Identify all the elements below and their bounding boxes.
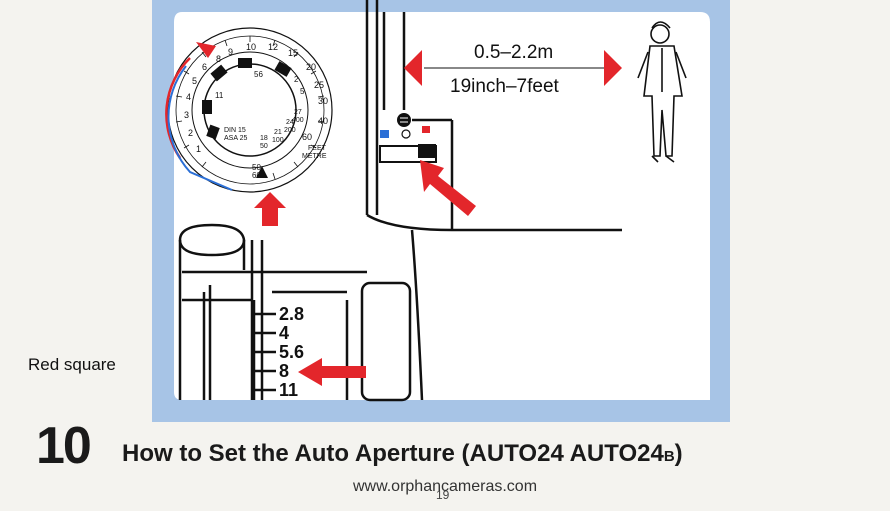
blue-square-icon [380, 130, 389, 138]
watermark-url[interactable]: www.orphancameras.com [0, 478, 890, 496]
svg-text:25: 25 [314, 80, 324, 90]
svg-text:400: 400 [292, 117, 304, 124]
svg-text:9: 9 [228, 47, 233, 57]
svg-text:40: 40 [318, 116, 328, 126]
svg-text:100: 100 [272, 137, 284, 144]
svg-text:3: 3 [184, 110, 189, 120]
aperture-2-8: 2.8 [279, 304, 304, 324]
chapter-title-sub: B [664, 448, 675, 465]
aperture-5-6: 5.6 [279, 342, 304, 362]
red-square-icon [422, 126, 430, 133]
chapter-title-end: ) [675, 440, 683, 467]
illustration-panel: 2.8 4 5.6 8 11 [152, 0, 730, 422]
svg-text:2: 2 [294, 75, 299, 84]
svg-text:27: 27 [294, 109, 302, 116]
chapter-number: 10 [36, 416, 90, 476]
svg-text:METRE: METRE [302, 153, 327, 160]
svg-text:5: 5 [192, 76, 197, 86]
svg-text:ASA 25: ASA 25 [224, 135, 247, 142]
svg-text:11: 11 [215, 91, 224, 100]
svg-text:10: 10 [246, 42, 256, 52]
svg-text:20: 20 [306, 62, 316, 72]
svg-text:4: 4 [186, 92, 191, 102]
range-imperial: 19inch–7feet [450, 76, 560, 97]
camera-diagram: 2.8 4 5.6 8 11 [152, 0, 730, 422]
aperture-11: 11 [279, 380, 298, 400]
aperture-8: 8 [279, 361, 289, 381]
caption-red-square: Red square [28, 355, 116, 375]
svg-text:FEET: FEET [308, 145, 327, 152]
chapter-title: How to Set the Auto Aperture (AUTO24 AUT… [122, 440, 683, 468]
svg-text:5: 5 [300, 87, 305, 96]
chapter-title-main: How to Set the Auto Aperture (AUTO24 AUT… [122, 440, 664, 467]
svg-text:18: 18 [260, 135, 268, 142]
svg-text:8: 8 [216, 54, 221, 64]
svg-text:30: 30 [318, 96, 328, 106]
svg-text:60: 60 [302, 132, 312, 142]
svg-text:12: 12 [268, 42, 278, 52]
exposure-dial: 8 9 10 12 15 20 25 30 40 60 6 5 4 3 2 1 … [166, 28, 332, 192]
svg-text:50: 50 [260, 143, 268, 150]
svg-text:2: 2 [188, 128, 193, 138]
aperture-4: 4 [279, 323, 289, 343]
svg-text:56: 56 [254, 70, 263, 79]
svg-text:1: 1 [196, 144, 201, 154]
svg-text:6: 6 [202, 62, 207, 72]
range-metric: 0.5–2.2m [474, 42, 553, 63]
svg-text:DIN 15: DIN 15 [224, 127, 246, 134]
svg-text:200: 200 [284, 127, 296, 134]
svg-text:21: 21 [274, 129, 282, 136]
svg-text:15: 15 [288, 48, 298, 58]
